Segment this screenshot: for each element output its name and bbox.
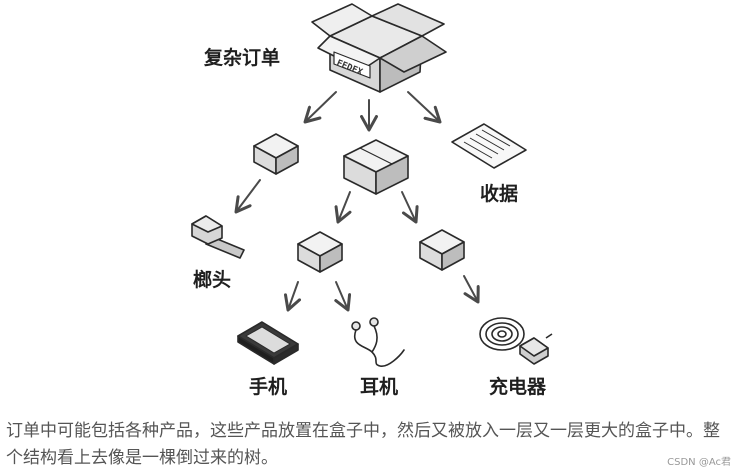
caption-text: 订单中可能包括各种产品，这些产品放置在盒子中，然后又被放入一层又一层更大的盒子中…	[6, 421, 720, 468]
arrow-big-box-to-mid-box	[334, 191, 352, 224]
mid-box-icon	[297, 231, 343, 273]
big-box-icon	[343, 139, 409, 195]
earphones-icon	[351, 317, 405, 367]
hammer-label: 榔头	[193, 268, 231, 291]
composite-tree-diagram: FEDEX 复杂订单 收据 榔头	[191, 3, 553, 398]
receipt-icon	[451, 123, 527, 169]
arrow-big-box-to-right-box	[401, 191, 419, 224]
charger-icon	[479, 317, 553, 365]
order-label: 复杂订单	[203, 46, 280, 69]
watermark: CSDN @Ac君	[667, 457, 731, 468]
order-box-icon: FEDEX	[311, 3, 447, 93]
receipt-label: 收据	[480, 182, 518, 205]
arrow-box-to-charger	[463, 275, 480, 304]
right-box-icon	[419, 229, 465, 271]
phone-icon	[237, 321, 299, 365]
earphones-label: 耳机	[360, 376, 398, 398]
hammer-icon	[191, 215, 245, 259]
arrows	[234, 91, 480, 312]
small-box-icon	[253, 133, 299, 175]
arrow-box-to-phone	[283, 281, 302, 312]
arrow-order-to-receipt	[407, 91, 442, 124]
charger-label: 充电器	[489, 375, 547, 398]
arrow-box-to-earphones	[334, 281, 352, 312]
arrow-box-to-hammer	[234, 179, 261, 214]
arrow-order-to-small-box	[303, 91, 337, 124]
phone-label: 手机	[249, 375, 287, 398]
